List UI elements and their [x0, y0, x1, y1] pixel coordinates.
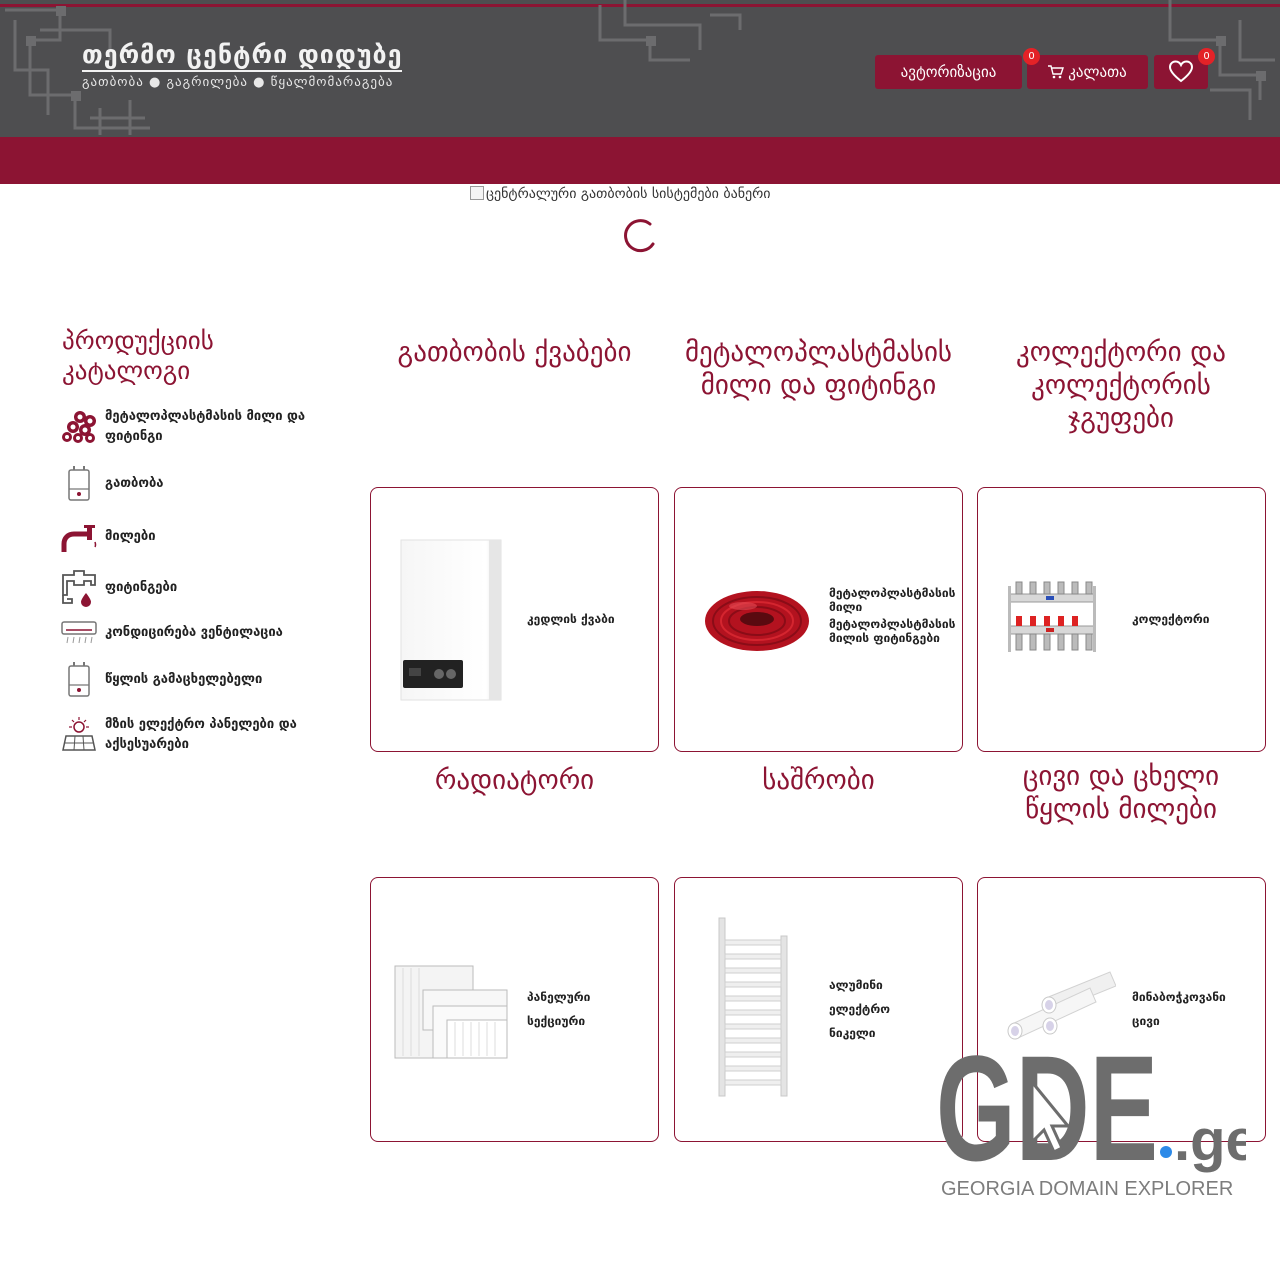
category-card-collectors[interactable]: კოლექტორი — [977, 487, 1266, 752]
sidebar-item-label: გათბობა — [105, 476, 164, 491]
subcategory-link[interactable]: ცივი — [1132, 1014, 1160, 1028]
logo-title: თერმო ცენტრი დიდუბე — [82, 40, 403, 72]
subcategory-link[interactable]: სექციური — [527, 1014, 586, 1028]
watermark-tld: .ge — [1174, 1108, 1246, 1173]
sidebar-title: პროდუქციის კატალოგი — [62, 326, 214, 385]
towel-dryer-image — [718, 917, 788, 1097]
panel-radiators-image — [394, 965, 508, 1059]
manifold-collector-image — [1008, 581, 1096, 652]
category-title-metal-plastic[interactable]: მეტალოპლასტმასის მილი და ფიტინგი — [684, 337, 953, 401]
cart-button-label: კალათა — [1068, 63, 1127, 81]
category-card-metal-plastic[interactable]: მეტალოპლასტმასის მილი მეტალოპლასტმასის მ… — [674, 487, 963, 752]
category-title-boilers[interactable]: გათბობის ქვაბები — [397, 337, 632, 368]
category-card-towel-dryers[interactable]: ალუმინი ელექტრო ნიკელი — [674, 877, 963, 1142]
air-conditioner-icon — [61, 621, 97, 644]
faucet-pipe-icon — [61, 525, 97, 552]
category-title-towel-dryers[interactable]: საშრობი — [762, 765, 875, 796]
category-links: მინაბოჭკოვანი ცივი — [1132, 990, 1226, 1038]
main-navbar — [0, 137, 1280, 184]
favorites-count-badge: 0 — [1198, 48, 1215, 65]
water-heater-icon — [68, 662, 90, 697]
category-links: პანელური სექციური — [527, 990, 590, 1038]
red-pipe-coil-image — [705, 591, 809, 651]
sidebar-item-label: კონდიცირება ვენტილაცია — [105, 625, 283, 640]
sidebar-item-label: წყლის გამაცხელებელი — [105, 672, 263, 687]
category-card-radiators[interactable]: პანელური სექციური — [370, 877, 659, 1142]
category-links: კოლექტორი — [1132, 612, 1210, 636]
header-top-line — [0, 4, 1280, 7]
sidebar-item-metal-plastic[interactable]: მეტალოპლასტმასის მილი და ფიტინგი — [60, 407, 330, 447]
white-pipes-image — [1007, 971, 1116, 1040]
site-header: თერმო ცენტრი დიდუბე გათბობა ● გაგრილება … — [0, 0, 1280, 137]
login-button-label: ავტორიზაცია — [900, 63, 997, 81]
sidebar-item-label: მილები — [105, 529, 156, 544]
banner-alt-text: ცენტრალური გათბობის სისტემები ბანერი — [486, 186, 771, 202]
category-card-water-pipes[interactable]: მინაბოჭკოვანი ცივი — [977, 877, 1266, 1142]
sidebar-item-air-conditioning[interactable]: კონდიცირება ვენტილაცია — [60, 614, 330, 652]
login-button[interactable]: ავტორიზაცია — [875, 55, 1022, 89]
sidebar-item-fittings[interactable]: ფიტინგები — [60, 569, 330, 607]
subcategory-link[interactable]: კედლის ქვაბი — [527, 612, 615, 626]
sidebar-item-label: ფიტინგები — [105, 580, 178, 595]
subcategory-link[interactable]: პანელური — [527, 990, 591, 1004]
wall-boiler-image — [400, 539, 502, 701]
subcategory-link[interactable]: ელექტრო — [829, 1002, 890, 1016]
heart-icon — [1168, 60, 1194, 83]
sidebar-item-heating[interactable]: გათბობა — [60, 465, 330, 503]
solar-panel-icon — [62, 717, 96, 751]
category-links: მეტალოპლასტმასის მილი მეტალოპლასტმასის მ… — [829, 586, 959, 654]
fittings-icon — [62, 570, 96, 607]
category-title-collectors[interactable]: კოლექტორი და კოლექტორის ჯგუფები — [1015, 337, 1227, 434]
banner-image: ცენტრალური გათბობის სისტემები ბანერი — [470, 186, 771, 202]
category-title-radiators[interactable]: რადიატორი — [434, 765, 595, 796]
cart-icon — [1048, 65, 1065, 79]
sidebar-item-water-heater[interactable]: წყლის გამაცხელებელი — [60, 661, 330, 699]
logo-subtitle: გათბობა ● გაგრილება ● წყალმომარაგება — [82, 75, 394, 90]
sidebar-item-pipes[interactable]: მილები — [60, 518, 330, 556]
gde-watermark-logo: GDE .ge — [936, 1030, 1246, 1192]
site-logo[interactable]: თერმო ცენტრი დიდუბე გათბობა ● გაგრილება … — [82, 40, 403, 90]
pipes-decoration — [5, 0, 1275, 135]
subcategory-link[interactable]: ალუმინი — [829, 978, 883, 992]
loading-spinner-icon — [624, 219, 655, 253]
subcategory-link[interactable]: მინაბოჭკოვანი — [1132, 990, 1226, 1004]
sidebar-item-solar-panels[interactable]: მზის ელექტრო პანელები და აქსესუარები — [60, 715, 330, 755]
subcategory-link[interactable]: მეტალოპლასტმასის მილი — [829, 586, 956, 614]
cart-button[interactable]: კალათა — [1027, 55, 1148, 89]
sidebar-item-label: მზის ელექტრო პანელები და აქსესუარები — [105, 717, 297, 752]
subcategory-link[interactable]: ნიკელი — [829, 1026, 876, 1040]
category-links: ალუმინი ელექტრო ნიკელი — [829, 978, 890, 1050]
watermark-tagline: GEORGIA DOMAIN EXPLORER — [941, 1178, 1234, 1200]
category-links: კედლის ქვაბი — [527, 612, 615, 636]
cart-count-badge: 0 — [1023, 48, 1040, 65]
subcategory-link[interactable]: კოლექტორი — [1132, 612, 1210, 626]
pipes-cluster-icon — [62, 411, 96, 443]
sidebar-item-label: მეტალოპლასტმასის მილი და ფიტინგი — [105, 409, 306, 444]
broken-image-icon — [470, 186, 484, 200]
subcategory-link[interactable]: მეტალოპლასტმასის მილის ფიტინგები — [829, 617, 956, 645]
category-title-water-pipes[interactable]: ცივი და ცხელი წყლის მილები — [1022, 761, 1220, 825]
boiler-icon — [68, 466, 90, 501]
category-card-boilers[interactable]: კედლის ქვაბი — [370, 487, 659, 752]
